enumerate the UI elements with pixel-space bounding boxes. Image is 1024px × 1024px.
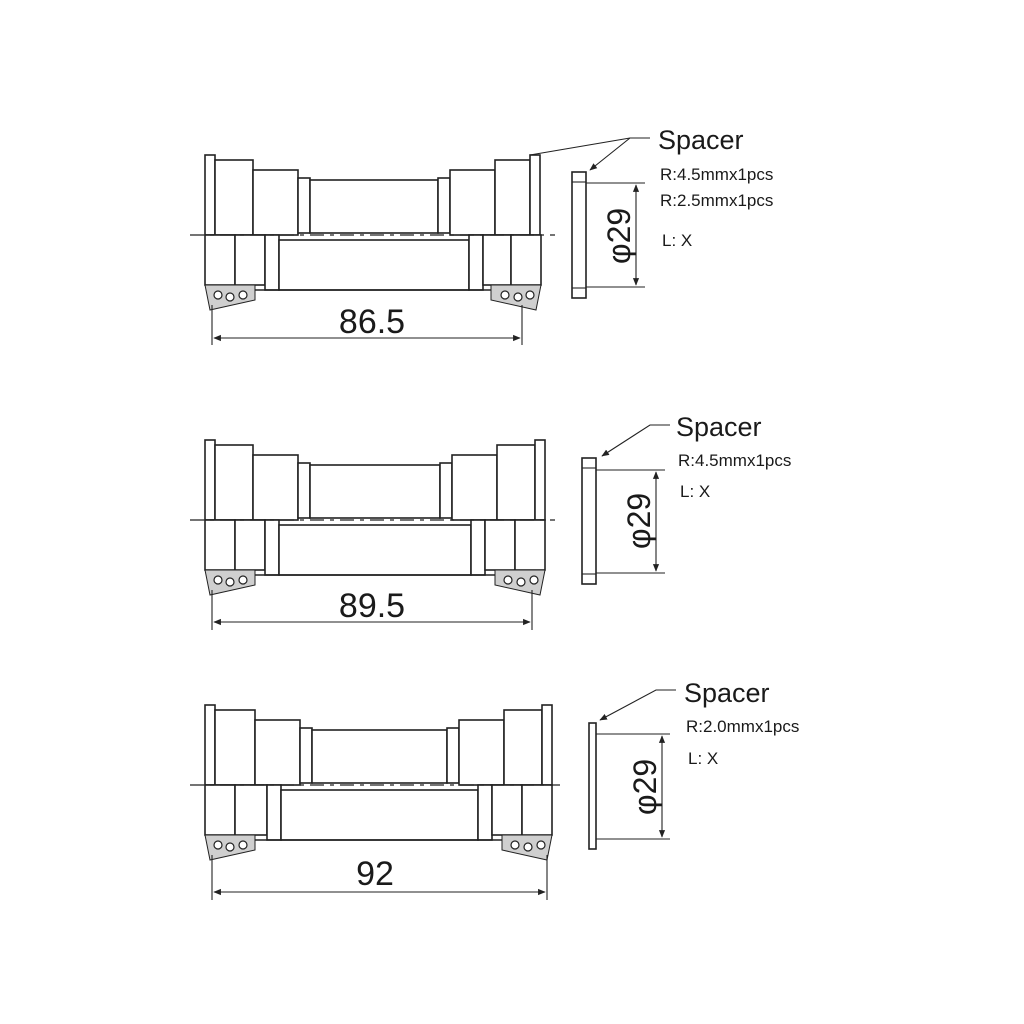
bracket-diagram-3: 92 φ29 Spacer R:2.0mmx1pcs L: X <box>190 678 799 900</box>
spacer-part-1 <box>571 171 587 299</box>
spacer-line-1-1: R:4.5mmx1pcs <box>660 165 773 184</box>
spacer-line-3-2: L: X <box>688 749 718 768</box>
spacer-part-3 <box>588 722 597 850</box>
width-label-3: 92 <box>356 855 394 893</box>
spacer-line-2-1: R:4.5mmx1pcs <box>678 451 791 470</box>
bracket-diagram-1: 86.5 φ29 Spacer R:4.5mmx1pcs R:2.5mmx1pc… <box>190 125 773 345</box>
spacer-line-1-2: R:2.5mmx1pcs <box>660 191 773 210</box>
spacer-title-1: Spacer <box>658 125 744 155</box>
bracket-body-3 <box>190 704 560 861</box>
diameter-label-3: φ29 <box>627 759 663 815</box>
width-label-1: 86.5 <box>339 303 405 341</box>
spacer-leader-2 <box>601 424 670 457</box>
diameter-label-1: φ29 <box>601 208 637 264</box>
width-label-2: 89.5 <box>339 587 405 625</box>
spacer-leader-3 <box>599 689 676 721</box>
spacer-line-1-3: L: X <box>662 231 692 250</box>
bracket-body-1 <box>190 154 555 311</box>
spacer-part-2 <box>581 457 597 585</box>
spacer-title-3: Spacer <box>684 678 770 708</box>
bracket-diagram-2: 89.5 φ29 Spacer R:4.5mmx1pcs L: X <box>190 412 791 630</box>
diameter-label-2: φ29 <box>621 493 657 549</box>
spacer-title-2: Spacer <box>676 412 762 442</box>
spacer-line-3-1: R:2.0mmx1pcs <box>686 717 799 736</box>
spacer-line-2-2: L: X <box>680 482 710 501</box>
bracket-body-2 <box>190 439 555 596</box>
